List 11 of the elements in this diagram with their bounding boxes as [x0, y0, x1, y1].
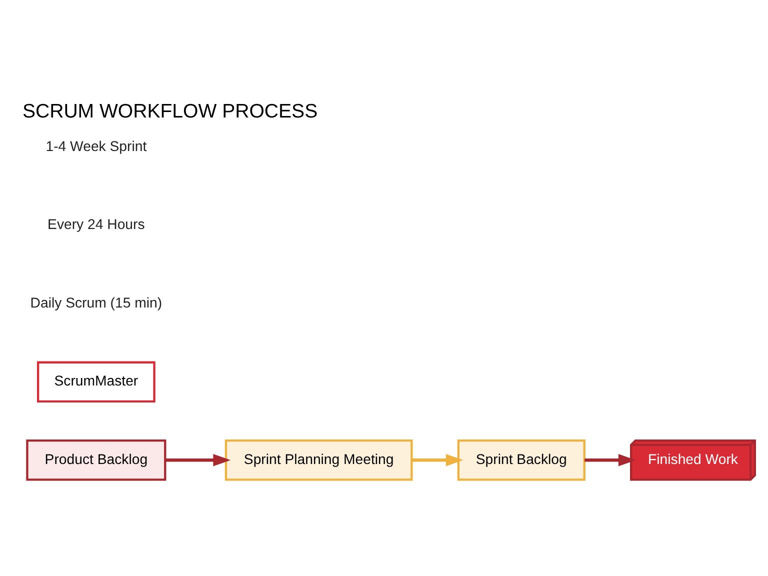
node-box: Sprint Planning Meeting: [224, 438, 413, 480]
arrow: [412, 454, 464, 466]
diagram-title: SCRUM WORKFLOW PROCESS: [22, 100, 318, 122]
node-box: Product Backlog: [26, 438, 166, 480]
arrow: [584, 454, 636, 466]
arrow: [165, 454, 231, 466]
node-box: ScrumMaster: [37, 360, 156, 402]
label: Every 24 Hours: [48, 216, 145, 232]
label: Daily Scrum (15 min): [30, 294, 162, 310]
node-box: Sprint Backlog: [457, 438, 586, 480]
label: 1-4 Week Sprint: [46, 138, 147, 154]
